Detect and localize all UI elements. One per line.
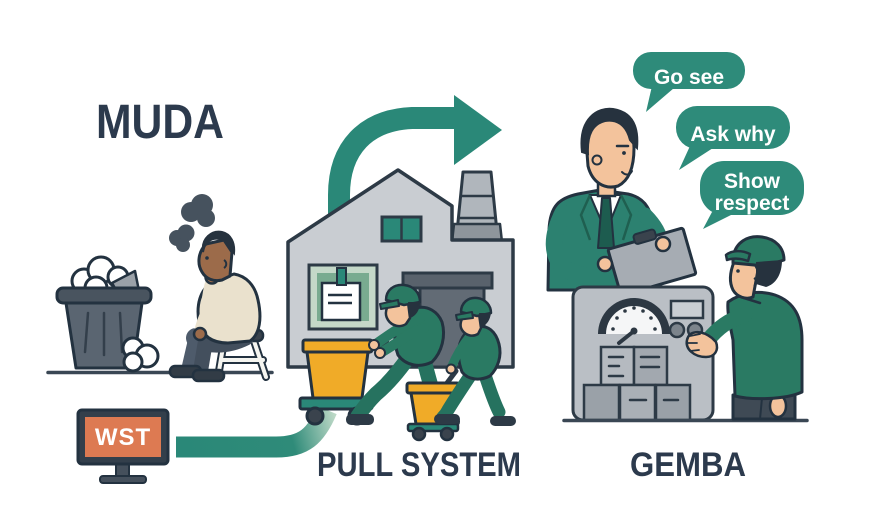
wst-sign-label: WST (95, 424, 151, 451)
bubble-show-respect-line1: Show (724, 170, 781, 193)
smoke-icon (169, 194, 215, 252)
machine-boxes (582, 383, 692, 422)
bubble-ask-why-label: Ask why (690, 123, 776, 146)
muda-title: MUDA (96, 96, 224, 149)
machine-drawers (599, 345, 669, 387)
sitting-person (168, 230, 262, 383)
bubble-show-respect-line2: respect (715, 192, 790, 215)
worker-pushing-cart (346, 283, 460, 427)
manager-figure (545, 107, 698, 297)
bubble-go-see-label: Go see (654, 66, 724, 89)
gemba-section: Go see Ask why Show respect (545, 52, 809, 423)
machine-display (669, 299, 705, 320)
clipboard-icon (606, 226, 698, 297)
gauge-icon (598, 298, 670, 345)
worker-figure (685, 235, 804, 421)
speech-bubble-go-see: Go see (633, 52, 745, 112)
trash-can-icon (55, 255, 160, 373)
gemba-title: GEMBA (630, 446, 746, 484)
waste-sign: WST (76, 408, 170, 484)
ribbon-connector (176, 405, 337, 458)
inspection-machine (571, 285, 715, 422)
factory-window (380, 215, 423, 243)
worker-pulling-cart (434, 296, 516, 426)
muda-section: WST (46, 194, 337, 484)
pull-arrow-icon (328, 95, 502, 224)
pull-system-title: PULL SYSTEM (317, 446, 521, 484)
speech-bubble-show-respect: Show respect (700, 161, 804, 229)
pull-system-section (286, 95, 516, 442)
speech-bubble-ask-why: Ask why (676, 106, 790, 170)
notice-board (307, 263, 379, 331)
